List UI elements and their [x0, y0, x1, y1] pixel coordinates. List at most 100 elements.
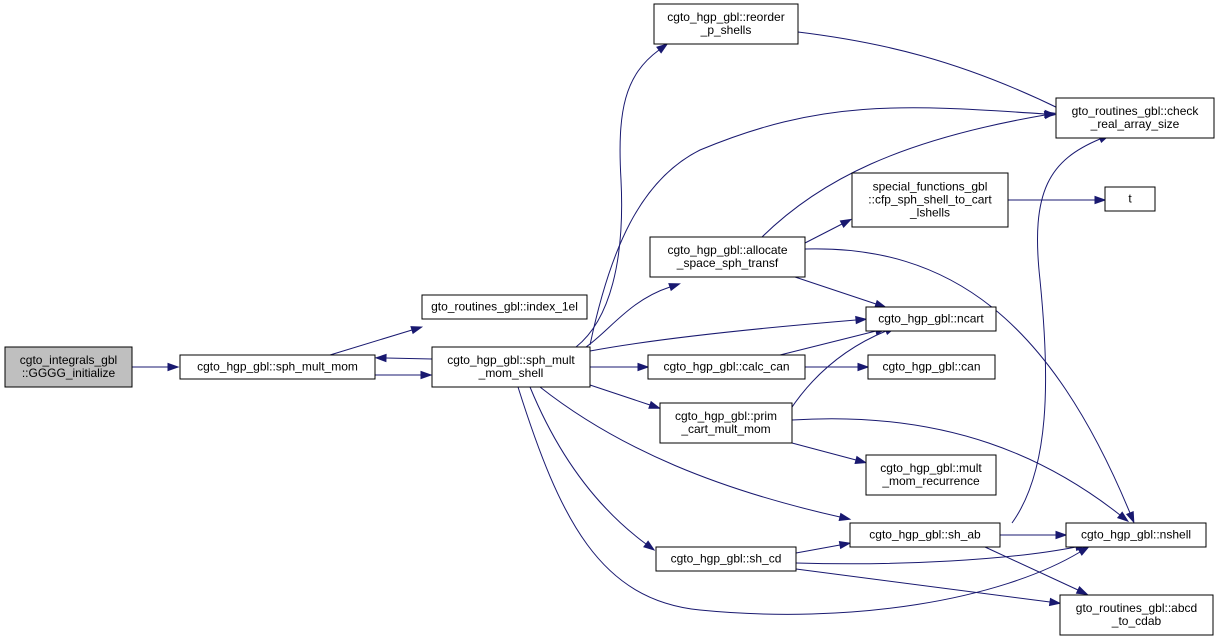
edge-n5-to-n15 [797, 31, 1073, 116]
graph-node-n14[interactable]: cgto_hgp_gbl::sh_ab [849, 522, 1001, 548]
graph-node-n1[interactable]: cgto_integrals_gbl::GGGG_initialize [4, 346, 133, 388]
edge-arrowhead [637, 362, 650, 372]
edge-arrowhead [167, 362, 180, 372]
edge-line [984, 546, 1079, 591]
node-box [851, 172, 1009, 228]
node-box [653, 3, 799, 45]
edge-n6-to-n10 [804, 218, 853, 244]
node-label: cgto_integrals_gbl [20, 353, 117, 367]
node-label: gto_routines_gbl::abcd [1076, 601, 1197, 615]
edge-line [791, 418, 1121, 516]
edge-line [761, 114, 1046, 238]
edge-arrowhead [643, 540, 656, 551]
edge-arrowhead [1116, 511, 1130, 523]
graph-node-n2[interactable]: cgto_hgp_gbl::sph_mult_mom [179, 354, 376, 380]
graph-node-n18[interactable]: gto_routines_gbl::abcd_to_cdab [1059, 594, 1214, 636]
edge-line [795, 544, 841, 554]
node-box [659, 402, 793, 444]
edge-n14-to-n17 [1000, 530, 1068, 540]
edge-line [385, 357, 433, 360]
node-label: cgto_hgp_gbl::sh_ab [869, 528, 981, 542]
edge-line [791, 442, 857, 461]
node-label: gto_routines_gbl::check [1072, 104, 1200, 118]
graph-node-n3[interactable]: gto_routines_gbl::index_1el [421, 294, 588, 320]
edge-n6-to-n11 [794, 276, 887, 308]
edge-arrowhead [857, 362, 870, 372]
node-label: cgto_hgp_gbl::sh_cd [671, 552, 782, 566]
node-label: cgto_hgp_gbl::ncart [878, 312, 984, 326]
edge-line [575, 49, 660, 348]
edge-line [529, 386, 647, 545]
node-label: cgto_hgp_gbl::reorder [667, 10, 784, 24]
edge-n4-to-n14 [539, 386, 852, 521]
node-label: _real_array_size [1090, 117, 1180, 131]
edge-n2-to-n3 [329, 326, 424, 356]
node-box [647, 354, 806, 380]
graph-node-n9[interactable]: cgto_hgp_gbl::sh_cd [655, 546, 797, 572]
edge-n10-to-n16 [1008, 195, 1107, 205]
graph-node-n10[interactable]: special_functions_gbl::cfp_sph_shell_to_… [851, 172, 1009, 228]
edge-line [795, 568, 1051, 603]
edge-arrowhead [839, 218, 853, 228]
edge-n4-to-n5 [575, 43, 669, 348]
node-box [4, 346, 133, 388]
edge-n9-to-n14 [795, 540, 852, 554]
edge-n7-to-n12 [805, 362, 870, 372]
edge-line [589, 319, 857, 352]
graph-node-n11[interactable]: cgto_hgp_gbl::ncart [865, 306, 997, 332]
node-label: ::cfp_sph_shell_to_cart [868, 193, 992, 207]
edge-n1-to-n2 [132, 362, 180, 372]
edge-line [1011, 138, 1101, 524]
node-box [649, 236, 806, 278]
edge-arrowhead [1094, 195, 1107, 205]
graph-node-n7[interactable]: cgto_hgp_gbl::calc_can [647, 354, 806, 380]
node-label: cgto_hgp_gbl::nshell [1081, 528, 1191, 542]
node-box [1059, 594, 1214, 636]
edge-n4-to-n17 [517, 386, 1090, 615]
edge-n2-to-n4 [375, 370, 433, 380]
graph-node-n8[interactable]: cgto_hgp_gbl::prim_cart_mult_mom [659, 402, 793, 444]
graph-node-n15[interactable]: gto_routines_gbl::check_real_array_size [1055, 97, 1215, 139]
graph-node-n6[interactable]: cgto_hgp_gbl::allocate_space_sph_transf [649, 236, 806, 278]
edge-line [539, 386, 841, 518]
edge-line [589, 107, 1046, 346]
node-label: _cart_mult_mom [680, 422, 770, 436]
edge-arrowhead [1055, 530, 1068, 540]
node-label: _space_sph_transf [676, 256, 779, 270]
edge-line [779, 330, 877, 356]
edge-n8-to-n17 [791, 418, 1130, 523]
edge-line [797, 31, 1063, 111]
edge-arrowhead [1043, 110, 1057, 120]
edge-line [804, 223, 843, 244]
node-label: cgto_hgp_gbl::sph_mult_mom [197, 360, 358, 374]
edge-line [794, 276, 877, 305]
edge-arrowhead [1048, 597, 1062, 607]
node-label: cgto_hgp_gbl::calc_can [663, 360, 789, 374]
edge-n14-to-n18 [984, 546, 1089, 595]
graph-node-n5[interactable]: cgto_hgp_gbl::reorder_p_shells [653, 3, 799, 45]
edge-n4-to-n2 [374, 353, 433, 363]
graph-node-n4[interactable]: cgto_hgp_gbl::sph_mult_mom_shell [431, 346, 591, 388]
node-label: _lshells [909, 206, 950, 220]
edge-arrowhead [838, 540, 852, 550]
node-label: _mom_shell [478, 366, 544, 380]
edge-n4-to-n11 [589, 315, 868, 352]
node-label: _to_cdab [1111, 614, 1162, 628]
edge-arrowhead [410, 326, 424, 335]
edge-line [585, 286, 671, 348]
node-label: gto_routines_gbl::index_1el [431, 300, 578, 314]
node-label: cgto_hgp_gbl::allocate [667, 243, 787, 257]
graph-node-n12[interactable]: cgto_hgp_gbl::can [867, 354, 996, 380]
node-label: _p_shells [700, 23, 752, 37]
graph-node-n16[interactable]: t [1104, 186, 1156, 212]
graph-node-n13[interactable]: cgto_hgp_gbl::mult_mom_recurrence [865, 454, 997, 496]
node-label: ::GGGG_initialize [22, 366, 116, 380]
node-box [431, 346, 591, 388]
node-box [655, 546, 797, 572]
edge-arrowhead [1077, 546, 1090, 556]
graph-node-n17[interactable]: cgto_hgp_gbl::nshell [1065, 522, 1207, 548]
edge-arrowhead [1075, 585, 1089, 595]
edge-n4-to-n8 [589, 384, 661, 409]
